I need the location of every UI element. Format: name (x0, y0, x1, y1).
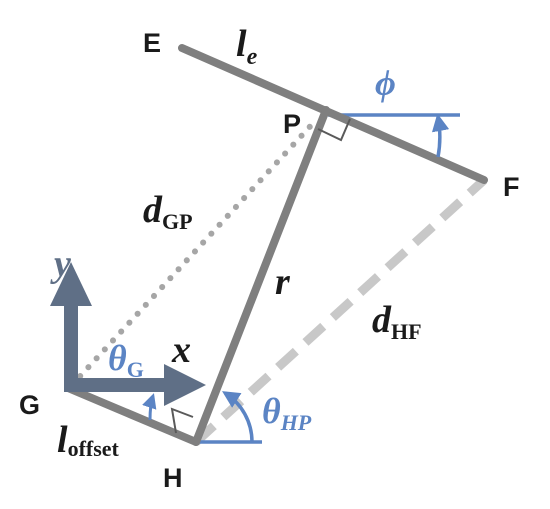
point-label-h: H (163, 463, 183, 493)
point-label-p: P (283, 109, 301, 139)
point-label-f: F (503, 172, 520, 202)
label-dhf: dHF (372, 299, 422, 344)
label-dgp: dGP (143, 189, 193, 234)
frame-y-arrowhead (50, 262, 92, 306)
label-loffset: loffset (57, 419, 120, 461)
label-r: r (275, 261, 291, 303)
theta-hp-arc (222, 391, 254, 443)
link-offset (64, 384, 200, 446)
point-label-g: G (19, 390, 40, 420)
right-angle-marker-p (317, 118, 351, 142)
frame-x-arrowhead (164, 364, 206, 406)
right-angle-marker-h (170, 407, 194, 434)
axis-label-y: y (50, 243, 71, 285)
dotted-line-gp (69, 117, 319, 388)
label-le: le (236, 23, 258, 70)
frame-y-axis (64, 300, 78, 392)
label-theta-g: θG (108, 338, 144, 382)
phi-arc (431, 113, 450, 158)
point-label-e: E (143, 28, 161, 58)
link-ef (178, 44, 488, 184)
label-phi: ϕ (375, 63, 396, 103)
dashed-line-hf (192, 176, 488, 446)
frame-x-axis (64, 378, 168, 392)
axis-label-x: x (171, 329, 191, 371)
link-r (192, 106, 330, 446)
label-theta-hp: θHP (262, 391, 312, 435)
theta-g-arc (142, 393, 157, 421)
